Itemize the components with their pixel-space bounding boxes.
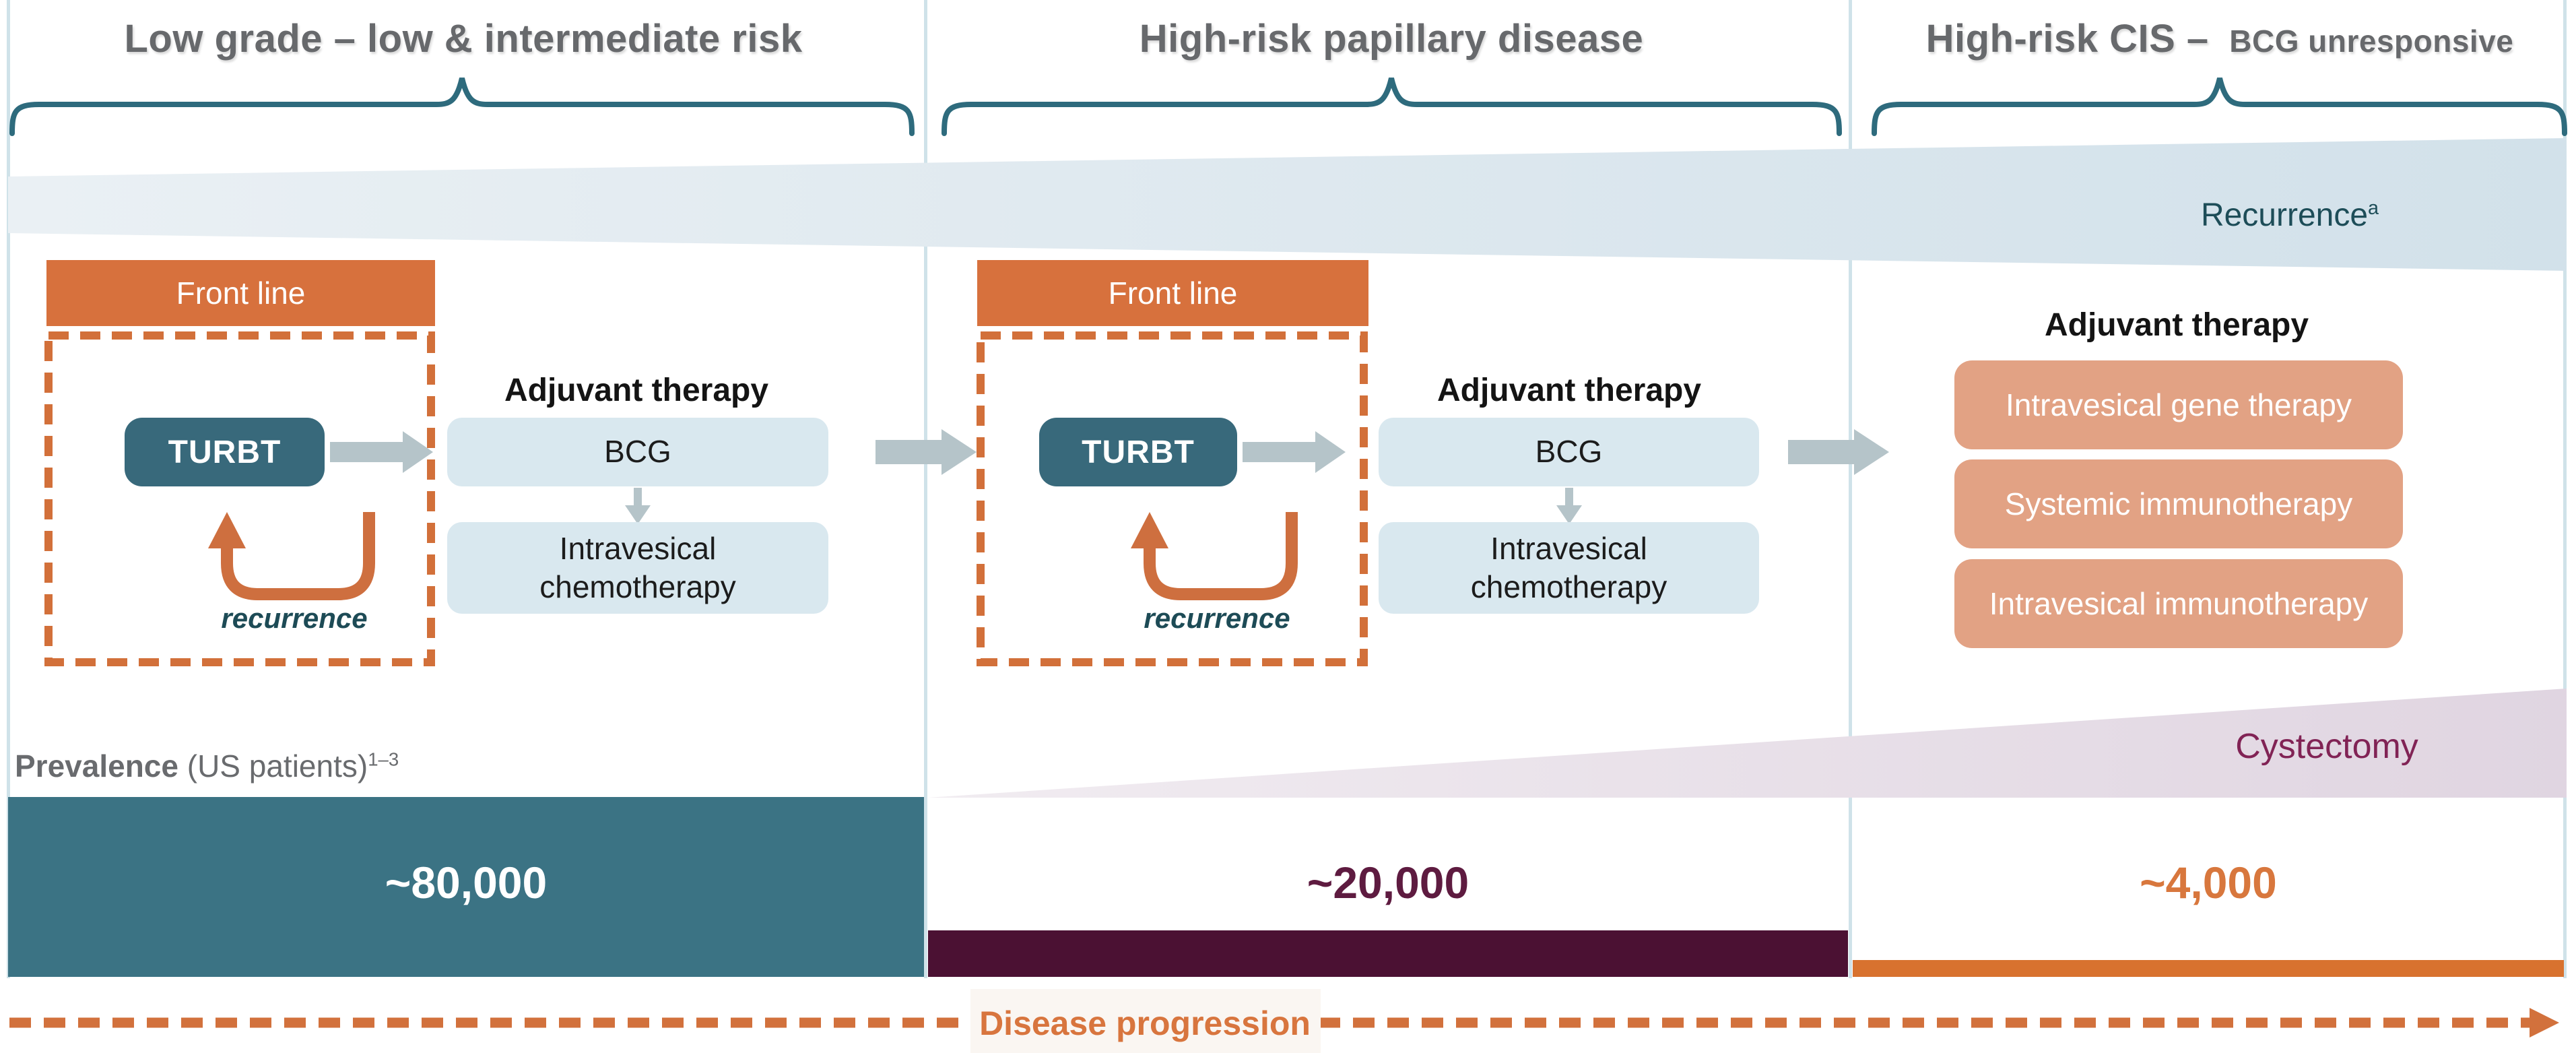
systemic-immunotherapy-label: Systemic immunotherapy: [2004, 486, 2353, 521]
intravesical-chemotherapy-label-col1: Intravesical chemotherapy: [539, 530, 736, 605]
left-border-line: [7, 0, 10, 978]
dashed-frontline-box-col2: [977, 331, 1368, 666]
recurrence-band-label-text: Recurrence: [2200, 197, 2369, 233]
intravesical-chemotherapy-label-col2: Intravesical chemotherapy: [1470, 530, 1667, 605]
prevalence-heading-superscript: 1–3: [368, 748, 399, 770]
progression-arrowhead: [2530, 1008, 2559, 1038]
front-line-label-col1: Front line: [176, 276, 306, 311]
column-header-low-grade-text: Low grade – low & intermediate risk: [124, 17, 803, 61]
recurrence-band-label: Recurrencea: [2201, 197, 2379, 234]
turbt-label-col2: TURBT: [1082, 434, 1195, 470]
intravesical-gene-therapy-box: Intravesical gene therapy: [1954, 360, 2403, 449]
recurrence-loop-arrowhead-col2: [1131, 512, 1168, 548]
brace-col3: [1872, 77, 2567, 136]
bcg-box-col2: BCG: [1379, 418, 1759, 486]
right-border-line: [2563, 0, 2567, 978]
prevalence-value-high-risk-cis: ~4,000: [2140, 858, 2277, 907]
intravesical-chemotherapy-box-col1: Intravesical chemotherapy: [447, 522, 828, 614]
prevalence-heading: Prevalence (US patients)1–3: [15, 748, 399, 784]
recurrence-band-wedge: [8, 138, 2567, 271]
cystectomy-band-wedge: [928, 689, 2567, 798]
adjuvant-therapy-title-col1: Adjuvant therapy: [504, 373, 769, 408]
brace-col2: [942, 77, 1842, 136]
turbt-label-col1: TURBT: [168, 434, 282, 470]
bcg-to-chemo-arrow-col2: [1556, 488, 1582, 524]
column-header-high-risk-cis-main: High-risk CIS –: [1925, 17, 2209, 61]
front-line-box-col2: Front line: [977, 260, 1368, 326]
column-header-low-grade: Low grade – low & intermediate risk: [125, 16, 803, 61]
intravesical-immunotherapy-box: Intravesical immunotherapy: [1954, 559, 2403, 648]
turbt-box-col1: TURBT: [125, 418, 325, 486]
adjuvant-therapy-title-col3: Adjuvant therapy: [2044, 307, 2309, 343]
brace-col1: [9, 77, 915, 136]
intravesical-gene-therapy-label: Intravesical gene therapy: [2006, 387, 2352, 422]
systemic-immunotherapy-box: Systemic immunotherapy: [1954, 459, 2403, 548]
recurrence-loop-arrow-col2: [1144, 512, 1298, 600]
dashed-frontline-box-col1: [44, 331, 435, 666]
prevalence-bar-low-grade: [8, 797, 924, 977]
column-header-high-risk-cis: High-risk CIS – BCG unresponsive: [1926, 16, 2514, 61]
prevalence-heading-bold: Prevalence: [15, 748, 178, 784]
prevalence-value-high-risk-papillary: ~20,000: [1307, 858, 1469, 907]
recurrence-band-superscript: a: [2368, 197, 2379, 219]
bcg-label-col1: BCG: [604, 434, 671, 470]
turbt-to-bcg-arrow-col2: [1243, 431, 1346, 473]
bcg-to-chemo-arrow-col1: [625, 488, 651, 524]
prevalence-heading-regular: (US patients): [178, 748, 368, 784]
intravesical-chemotherapy-box-col2: Intravesical chemotherapy: [1379, 522, 1759, 614]
turbt-to-bcg-arrow-col1: [330, 431, 433, 473]
prevalence-bar-high-risk-papillary: [928, 930, 1848, 977]
intravesical-immunotherapy-label: Intravesical immunotherapy: [1989, 586, 2369, 621]
front-line-label-col2: Front line: [1108, 276, 1238, 311]
bcg-label-col2: BCG: [1535, 434, 1603, 470]
cystectomy-band-label: Cystectomy: [2235, 727, 2418, 766]
col2-to-col3-arrow: [1788, 429, 1889, 475]
recurrence-loop-arrowhead-col1: [208, 512, 246, 548]
bcg-box-col1: BCG: [447, 418, 828, 486]
recurrence-loop-arrow-col1: [221, 512, 375, 600]
turbt-box-col2: TURBT: [1039, 418, 1237, 486]
column-header-high-risk-papillary-text: High-risk papillary disease: [1139, 17, 1644, 61]
column-header-high-risk-papillary: High-risk papillary disease: [1140, 16, 1643, 61]
adjuvant-therapy-title-col2: Adjuvant therapy: [1436, 373, 1702, 408]
column-separator-line-2: [1849, 0, 1852, 978]
recurrence-loop-label-col1: recurrence: [221, 602, 368, 634]
prevalence-value-low-grade: ~80,000: [385, 858, 548, 907]
disease-progression-label: Disease progression: [979, 1004, 1311, 1042]
column-separator-line-1: [924, 0, 927, 978]
progression-label-backdrop: [970, 989, 1321, 1053]
front-line-box-col1: Front line: [46, 260, 435, 326]
column-header-high-risk-cis-sub: BCG unresponsive: [2229, 24, 2514, 59]
recurrence-loop-label-col2: recurrence: [1144, 602, 1290, 634]
col1-to-col2-arrow: [876, 429, 977, 475]
prevalence-bar-high-risk-cis: [1853, 960, 2564, 977]
